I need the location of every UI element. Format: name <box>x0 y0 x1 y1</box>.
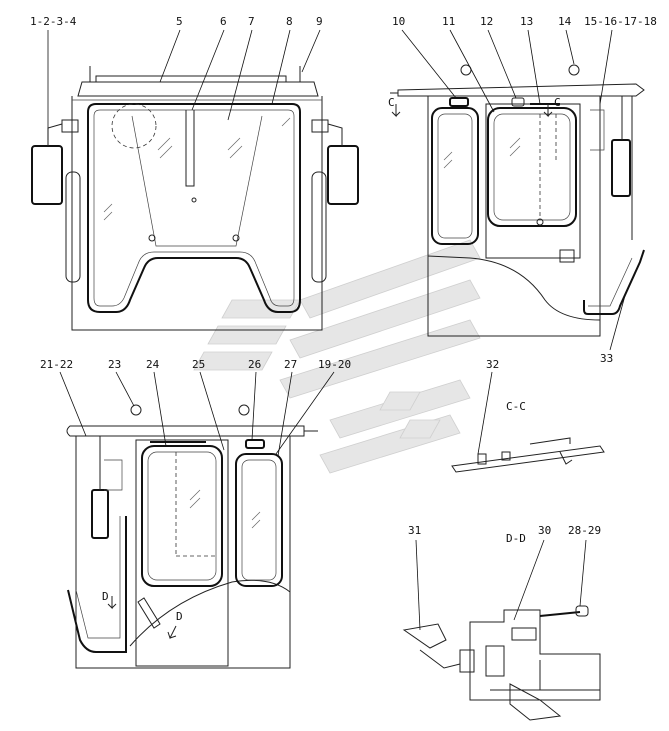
section-title-c-c: C-C <box>506 400 526 413</box>
callout-19-20: 19-20 <box>318 358 351 371</box>
section-c-c <box>451 437 605 473</box>
callout-30: 30 <box>538 524 551 537</box>
callout-12: 12 <box>480 15 493 28</box>
callout-32: 32 <box>486 358 499 371</box>
side-view-left <box>66 404 318 669</box>
callout-13: 13 <box>520 15 533 28</box>
callout-labels: 1-2-3-4 5 6 7 8 9 10 11 12 13 14 15-16-1… <box>30 15 657 537</box>
callout-23: 23 <box>108 358 121 371</box>
callout-25: 25 <box>192 358 205 371</box>
section-title-d-d: D-D <box>506 532 526 545</box>
callout-6: 6 <box>220 15 227 28</box>
callout-15-16-17-18: 15-16-17-18 <box>584 15 657 28</box>
watermark-logo <box>193 239 481 474</box>
callout-33: 33 <box>600 352 613 365</box>
section-mark-c-right: C <box>554 96 561 109</box>
section-mark-d-lower: D <box>176 610 183 623</box>
callout-27: 27 <box>284 358 297 371</box>
callout-5: 5 <box>176 15 183 28</box>
leader-lines <box>47 29 627 631</box>
callout-10: 10 <box>392 15 405 28</box>
callout-31: 31 <box>408 524 421 537</box>
callout-8: 8 <box>286 15 293 28</box>
callout-26: 26 <box>248 358 261 371</box>
section-mark-c-left: C <box>388 96 395 109</box>
section-d-d <box>402 605 601 721</box>
section-marks: C-C D-D C C D D <box>102 96 561 623</box>
callout-11: 11 <box>442 15 455 28</box>
side-view-right <box>390 64 645 337</box>
callout-24: 24 <box>146 358 160 371</box>
callout-21-22: 21-22 <box>40 358 73 371</box>
callout-14: 14 <box>558 15 572 28</box>
callout-1-2-3-4: 1-2-3-4 <box>30 15 77 28</box>
callout-7: 7 <box>248 15 255 28</box>
callout-9: 9 <box>316 15 323 28</box>
front-view <box>31 66 359 331</box>
callout-28-29: 28-29 <box>568 524 601 537</box>
section-mark-d-upper: D <box>102 590 109 603</box>
